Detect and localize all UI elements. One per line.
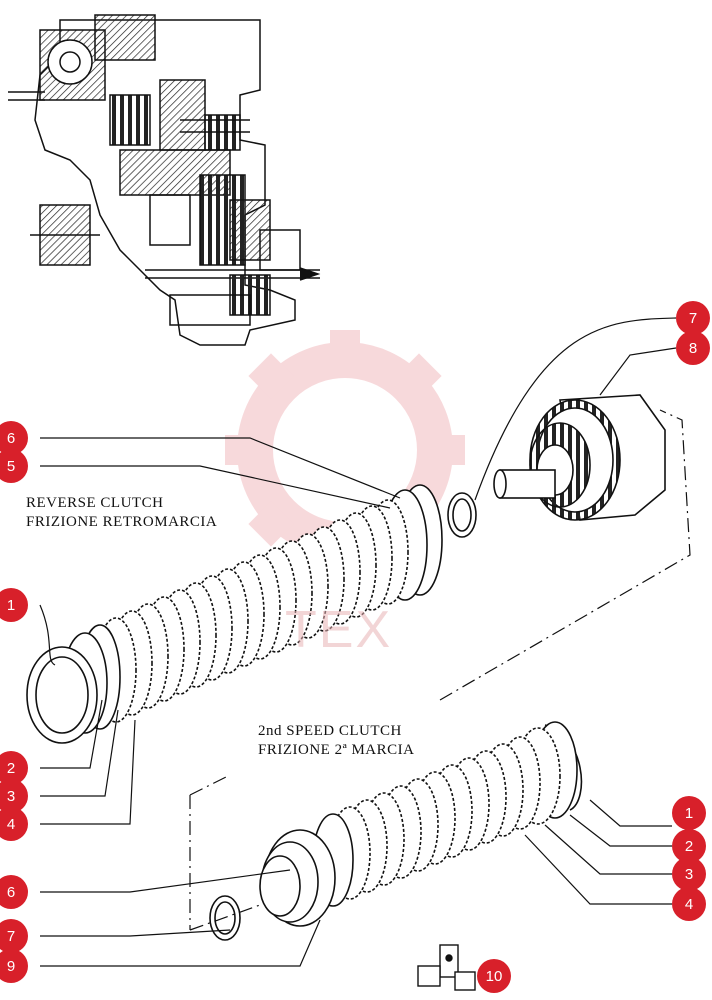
- transmission-section-drawing: [8, 14, 321, 346]
- second-clutch-label-en: 2nd SPEED CLUTCH: [258, 723, 402, 739]
- watermark-text: TEX: [285, 601, 393, 659]
- reverse-clutch-caption: REVERSE CLUTCH FRIZIONE RETROMARCIA: [26, 494, 217, 532]
- sealant-tubes: [417, 944, 476, 991]
- second-speed-clutch-disc-stack: [209, 721, 583, 941]
- callout-5-reverse: 5: [0, 449, 28, 483]
- reverse-clutch-label-it: FRIZIONE RETROMARCIA: [26, 514, 218, 530]
- reverse-clutch-disc-stack: [26, 484, 477, 744]
- callout-1-reverse: 1: [0, 588, 28, 622]
- callout-6-second: 6: [0, 875, 28, 909]
- callout-4-second: 4: [672, 887, 706, 921]
- callout-1-second: 1: [672, 796, 706, 830]
- second-clutch-caption: 2nd SPEED CLUTCH FRIZIONE 2ª MARCIA: [258, 722, 414, 760]
- callout-9-second: 9: [0, 949, 28, 983]
- callout-4-reverse: 4: [0, 807, 28, 841]
- leader-lines: [39, 317, 677, 967]
- callout-7-top: 7: [676, 301, 710, 335]
- callout-3-second: 3: [672, 857, 706, 891]
- callout-10: 10: [477, 959, 511, 993]
- reverse-clutch-label-en: REVERSE CLUTCH: [26, 495, 164, 511]
- callout-8-top: 8: [676, 331, 710, 365]
- clutch-drum-assembly: [493, 394, 666, 521]
- second-clutch-label-it: FRIZIONE 2ª MARCIA: [258, 742, 415, 758]
- callout-7-second: 7: [0, 919, 28, 953]
- assembly-boundary-lines: [189, 409, 691, 931]
